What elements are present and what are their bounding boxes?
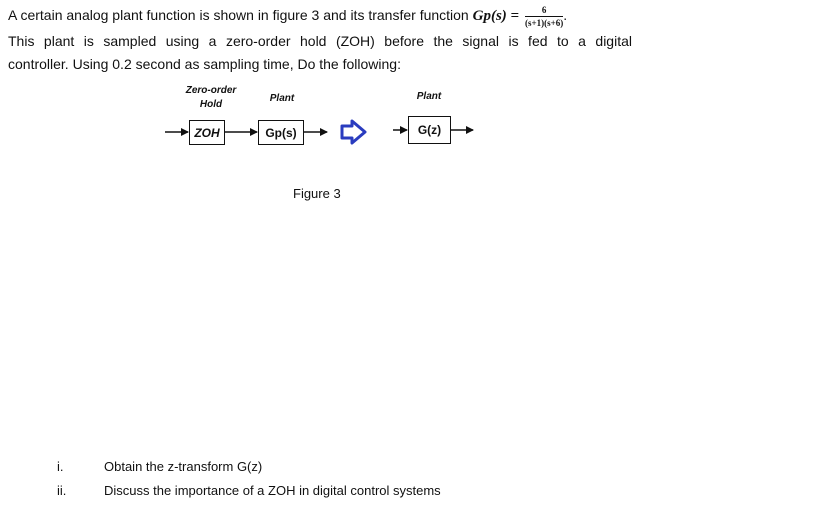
task-text-1: Obtain the z-transform G(z) xyxy=(104,459,263,474)
transfer-function-period: . xyxy=(563,7,568,24)
equivalence-arrow-icon xyxy=(340,119,367,145)
transfer-function-fraction: 6 (s+1)(s+6) xyxy=(524,5,564,28)
plant-label-left: Plant xyxy=(269,93,295,104)
transfer-function-denominator: (s+1)(s+6) xyxy=(524,18,564,28)
transfer-function-lhs: Gp(s) = xyxy=(472,8,520,25)
zoh-label: Zero-order Hold xyxy=(178,84,244,112)
problem-line-3: controller. Using 0.2 second as sampling… xyxy=(8,56,401,72)
transfer-function-numerator: 6 xyxy=(524,5,564,17)
task-number-2: ii. xyxy=(57,483,67,498)
problem-line-2: This plant is sampled using a zero-order… xyxy=(8,33,632,49)
plant-label-right: Plant xyxy=(416,91,442,102)
zoh-label-line-1: Zero-order xyxy=(185,85,237,96)
gz-plant-block: G(z) xyxy=(408,116,451,144)
figure-caption: Figure 3 xyxy=(293,186,341,201)
task-number-1: i. xyxy=(57,459,64,474)
gp-plant-block: Gp(s) xyxy=(258,120,304,145)
zoh-label-line-2: Hold xyxy=(199,99,223,110)
task-text-2: Discuss the importance of a ZOH in digit… xyxy=(104,483,441,498)
zoh-block: ZOH xyxy=(189,120,225,145)
problem-line-1: A certain analog plant function is shown… xyxy=(8,5,567,28)
problem-line-1-text: A certain analog plant function is shown… xyxy=(8,7,469,24)
